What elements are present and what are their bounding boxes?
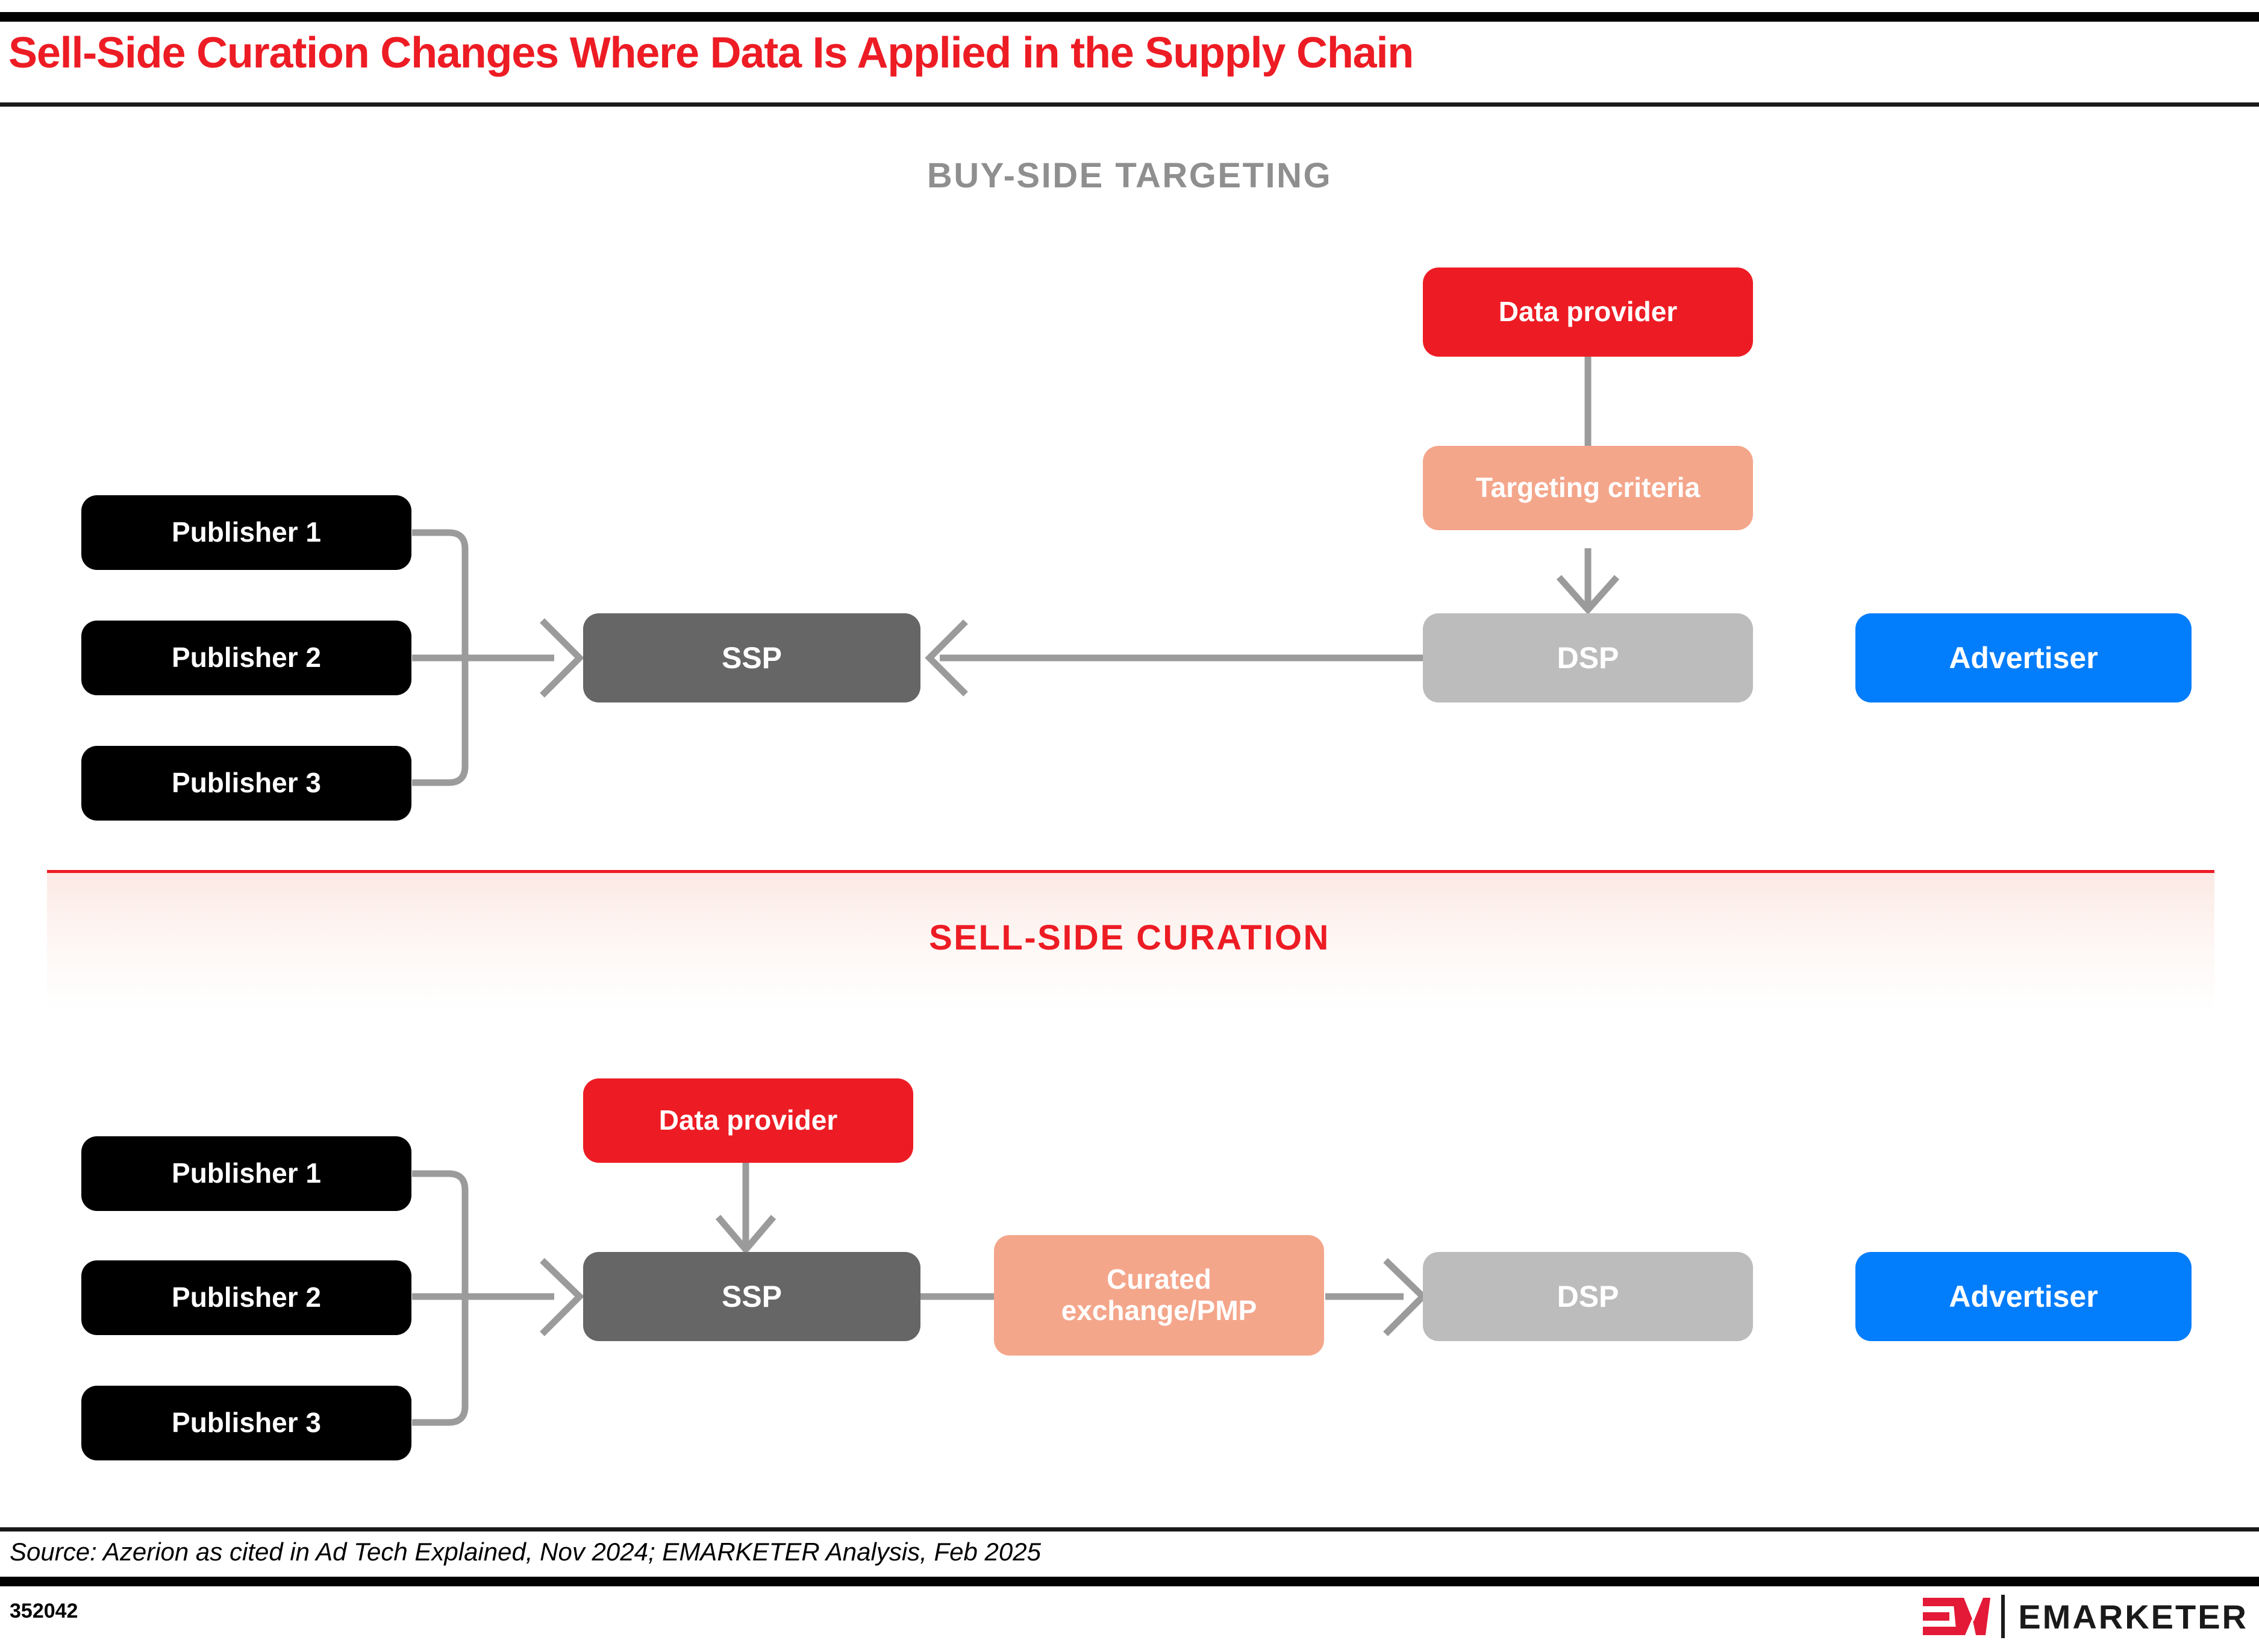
- top-black-rule: [0, 12, 2259, 22]
- sellside-curated-to-dsp-arrowhead: [1383, 1258, 1428, 1336]
- node-label-line-2: exchange/PMP: [1061, 1295, 1257, 1326]
- buyside-node-dsp[interactable]: DSP: [1423, 613, 1753, 702]
- sellside-node-ssp[interactable]: SSP: [583, 1252, 920, 1341]
- node-label: Data provider: [1498, 296, 1678, 328]
- buyside-publisher-bracket: [412, 529, 469, 786]
- em-monogram-icon: [1923, 1598, 1991, 1635]
- logo-divider: [2001, 1595, 2005, 1638]
- sellside-node-data-provider[interactable]: Data provider: [583, 1078, 913, 1163]
- sellside-publisher-bracket: [412, 1170, 469, 1426]
- source-divider-rule: [0, 1527, 2259, 1532]
- node-label: Publisher 3: [172, 767, 321, 799]
- buyside-node-publisher-2[interactable]: Publisher 2: [81, 621, 411, 695]
- node-label: Publisher 3: [172, 1407, 321, 1439]
- buyside-node-advertiser[interactable]: Advertiser: [1855, 613, 2192, 702]
- buyside-node-data-provider[interactable]: Data provider: [1423, 268, 1753, 357]
- node-label: DSP: [1557, 641, 1619, 675]
- footer-black-rule: [0, 1577, 2259, 1586]
- node-label: Data provider: [658, 1104, 838, 1136]
- node-label: SSP: [721, 641, 783, 675]
- sellside-node-publisher-2[interactable]: Publisher 2: [81, 1260, 411, 1335]
- node-label: SSP: [721, 1280, 783, 1313]
- sellside-node-dsp[interactable]: DSP: [1423, 1252, 1753, 1341]
- node-label: Publisher 1: [172, 1157, 321, 1189]
- node-label: Publisher 1: [172, 516, 321, 548]
- sellside-publishers-to-ssp-arrowhead: [540, 1258, 584, 1336]
- buyside-publishers-to-ssp-arrowhead: [540, 618, 584, 698]
- sellside-dataprovider-to-ssp-arrowhead: [715, 1215, 776, 1255]
- buyside-dsp-to-ssp-arrowhead: [925, 619, 968, 696]
- title-divider-rule: [0, 102, 2259, 107]
- sellside-section-header: SELL-SIDE CURATION: [929, 918, 1330, 957]
- sellside-node-publisher-3[interactable]: Publisher 3: [81, 1386, 411, 1460]
- sellside-top-rule: [47, 870, 2214, 874]
- buyside-section-header: BUY-SIDE TARGETING: [926, 156, 1333, 195]
- sellside-node-advertiser[interactable]: Advertiser: [1855, 1252, 2192, 1341]
- node-label: Publisher 2: [172, 642, 321, 674]
- logo-wordmark: EMARKETER: [2018, 1597, 2248, 1636]
- buyside-criteria-to-dsp-arrowhead: [1556, 575, 1620, 615]
- buyside-node-ssp[interactable]: SSP: [583, 613, 920, 702]
- emarketer-logo: EMARKETER: [1923, 1593, 2248, 1640]
- chart-id-label: 352042: [10, 1600, 78, 1622]
- buyside-node-targeting-criteria[interactable]: Targeting criteria: [1423, 446, 1753, 530]
- node-label: Advertiser: [1949, 1280, 2098, 1313]
- node-label-line-1: Curated: [1107, 1263, 1211, 1295]
- source-note: Source: Azerion as cited in Ad Tech Expl…: [10, 1538, 1041, 1566]
- node-label: DSP: [1557, 1280, 1619, 1313]
- sellside-node-publisher-1[interactable]: Publisher 1: [81, 1136, 411, 1211]
- page-title: Sell-Side Curation Changes Where Data Is…: [8, 29, 1414, 77]
- node-label: Advertiser: [1949, 641, 2098, 675]
- sellside-node-curated-exchange[interactable]: Curated exchange/PMP: [994, 1235, 1324, 1356]
- sellside-panel-background: [47, 873, 2214, 1156]
- buyside-node-publisher-3[interactable]: Publisher 3: [81, 746, 411, 821]
- node-label: Targeting criteria: [1475, 472, 1701, 504]
- node-label: Publisher 2: [172, 1281, 321, 1313]
- buyside-node-publisher-1[interactable]: Publisher 1: [81, 495, 411, 570]
